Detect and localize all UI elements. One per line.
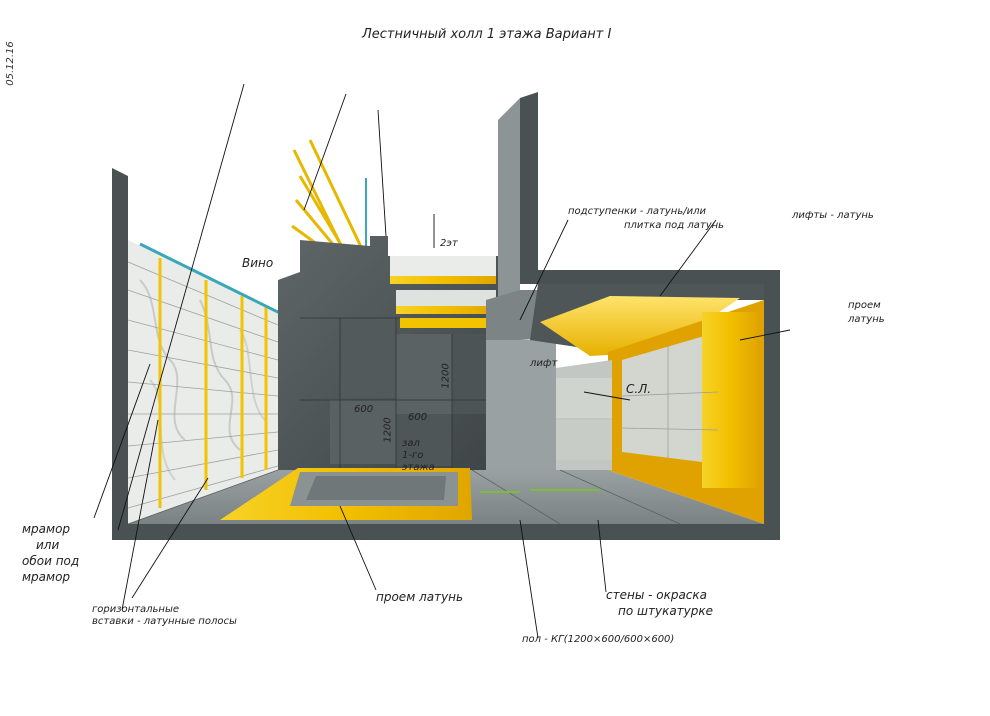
label-walls-2: по штукатурке (618, 604, 714, 618)
ceiling-brass (530, 284, 764, 356)
label-marble: мрамор (22, 522, 71, 536)
label-stairs-down-2: 1-го (402, 450, 424, 461)
lift-block (556, 360, 612, 470)
label-walls: стены - окраска (606, 588, 708, 602)
sketch-title: Лестничный холл 1 этажа Вариант I (362, 27, 612, 42)
label-opening-right: проем (848, 300, 881, 311)
floor (127, 468, 764, 525)
lift-portal (608, 300, 764, 524)
room-frame (112, 92, 780, 540)
dim-600-a: 600 (354, 404, 374, 415)
label-lift-door: С.Л. (626, 382, 652, 396)
label-marble-2: или (36, 538, 60, 552)
label-vinyl: Вино (242, 256, 274, 270)
label-risers: подступенки - латунь/или (568, 206, 706, 217)
label-lifts: лифты - латунь (792, 210, 874, 221)
label-up-2: 2эт (440, 238, 458, 249)
upper-steps (390, 256, 496, 328)
label-opening-bottom: проем латунь (376, 590, 464, 604)
dim-600-b: 600 (408, 412, 428, 423)
label-stairs-down-3: этажа (402, 462, 435, 473)
back-wall (278, 236, 500, 470)
label-horizontal-2: вставки - латунные полосы (92, 616, 237, 627)
leader-lines (93, 83, 791, 639)
label-marble-3: обои под (22, 554, 80, 568)
sketch-date: 05.12.16 (4, 41, 16, 86)
dim-1200-a: 1200 (382, 417, 394, 443)
dim-1200-b: 1200 (440, 363, 452, 389)
label-floor: пол - КГ(1200×600/600×600) (522, 634, 675, 645)
label-risers-2: плитка под латунь (624, 220, 725, 231)
label-lift: лифт (530, 358, 558, 369)
label-opening-right-2: латунь (848, 314, 885, 325)
left-marble-wall (127, 240, 360, 524)
label-stairs-down: зал (402, 438, 420, 449)
label-marble-4: мрамор (22, 570, 71, 584)
label-horizontal: горизонтальные (92, 604, 180, 615)
